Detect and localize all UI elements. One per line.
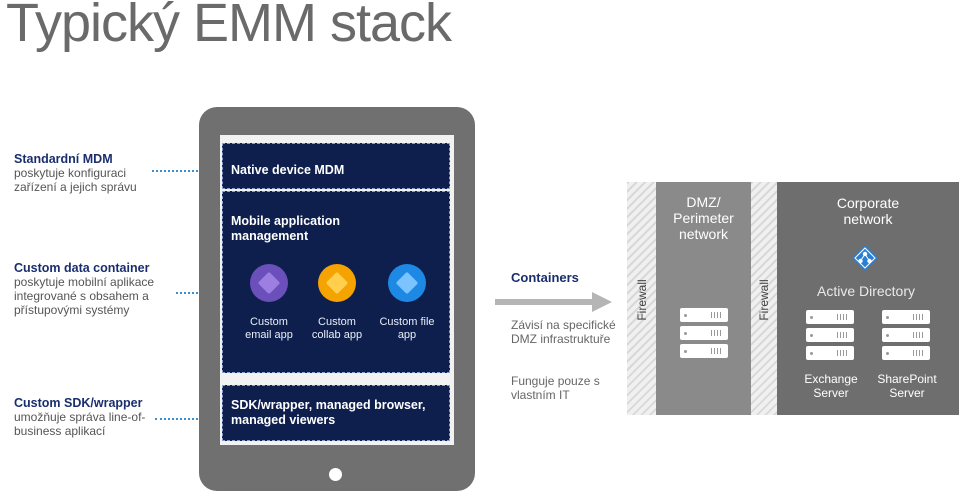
firewall-2: Firewall: [751, 182, 777, 415]
active-directory-icon: [852, 245, 878, 271]
containers-note-1: Závisí na specifické DMZ infrastruktuře: [511, 318, 616, 346]
arrow-line: [495, 299, 595, 305]
desc-heading: Custom SDK/wrapper: [14, 396, 143, 410]
app-label: Custom file app: [379, 316, 435, 341]
sdk-block: SDK/wrapper, managed browser, managed vi…: [222, 385, 450, 441]
firewall-label: Firewall: [757, 279, 771, 321]
corporate-zone: Corporate network: [777, 182, 959, 415]
active-directory-label: Active Directory: [816, 283, 916, 299]
mam-label: Mobile application management: [231, 214, 341, 243]
native-mdm-block: Native device MDM: [222, 143, 450, 189]
orange-cube-icon: [318, 264, 356, 302]
page-title: Typický EMM stack: [6, 0, 452, 53]
app-file: Custom file app: [377, 264, 437, 342]
containers-note-2: Funguje pouze s vlastním IT: [511, 374, 600, 402]
app-collab: Custom collab app: [307, 264, 367, 342]
firewall-1: Firewall: [627, 182, 656, 415]
desc-custom-data-container: Custom data container poskytuje mobilní …: [14, 261, 159, 317]
dmz-zone: DMZ/ Perimeter network: [656, 182, 751, 415]
server-icon: [806, 346, 854, 360]
server-icon: [882, 310, 930, 324]
exchange-label: Exchange Server: [804, 372, 858, 400]
server-icon: [680, 344, 728, 358]
server-icon: [680, 308, 728, 322]
arrow-right-icon: [592, 292, 612, 312]
tablet-screen: Native device MDM Mobile application man…: [220, 135, 454, 445]
connector-dots: [155, 418, 222, 420]
desc-standard-mdm: Standardní MDM poskytuje konfiguraci zař…: [14, 152, 159, 194]
connector-dots: [152, 170, 222, 172]
corporate-label: Corporate network: [836, 195, 900, 227]
server-icon: [882, 346, 930, 360]
app-label: Custom email app: [245, 316, 293, 341]
desc-heading: Standardní MDM: [14, 152, 113, 166]
desc-text: poskytuje mobilní aplikace integrované s…: [14, 275, 155, 317]
tablet-device: Native device MDM Mobile application man…: [199, 107, 475, 491]
sharepoint-label: SharePoint Server: [877, 372, 937, 400]
desc-text: umožňuje správa line-of-business aplikac…: [14, 410, 146, 438]
desc-heading: Custom data container: [14, 261, 150, 275]
server-icon: [882, 328, 930, 342]
server-icon: [806, 310, 854, 324]
home-button[interactable]: [329, 468, 342, 481]
purple-cube-icon: [250, 264, 288, 302]
mam-block: Mobile application management Custom ema…: [222, 191, 450, 373]
dmz-label: DMZ/ Perimeter network: [673, 194, 734, 242]
native-mdm-label: Native device MDM: [231, 163, 345, 177]
blue-cube-icon: [388, 264, 426, 302]
desc-text: poskytuje konfiguraci zařízení a jejich …: [14, 166, 137, 194]
server-icon: [680, 326, 728, 340]
server-icon: [806, 328, 854, 342]
containers-heading: Containers: [511, 270, 579, 285]
app-label: Custom collab app: [311, 316, 363, 341]
firewall-label: Firewall: [634, 279, 649, 321]
desc-custom-sdk: Custom SDK/wrapper umožňuje správa line-…: [14, 396, 159, 438]
app-email: Custom email app: [239, 264, 299, 342]
sdk-label: SDK/wrapper, managed browser, managed vi…: [231, 398, 426, 427]
